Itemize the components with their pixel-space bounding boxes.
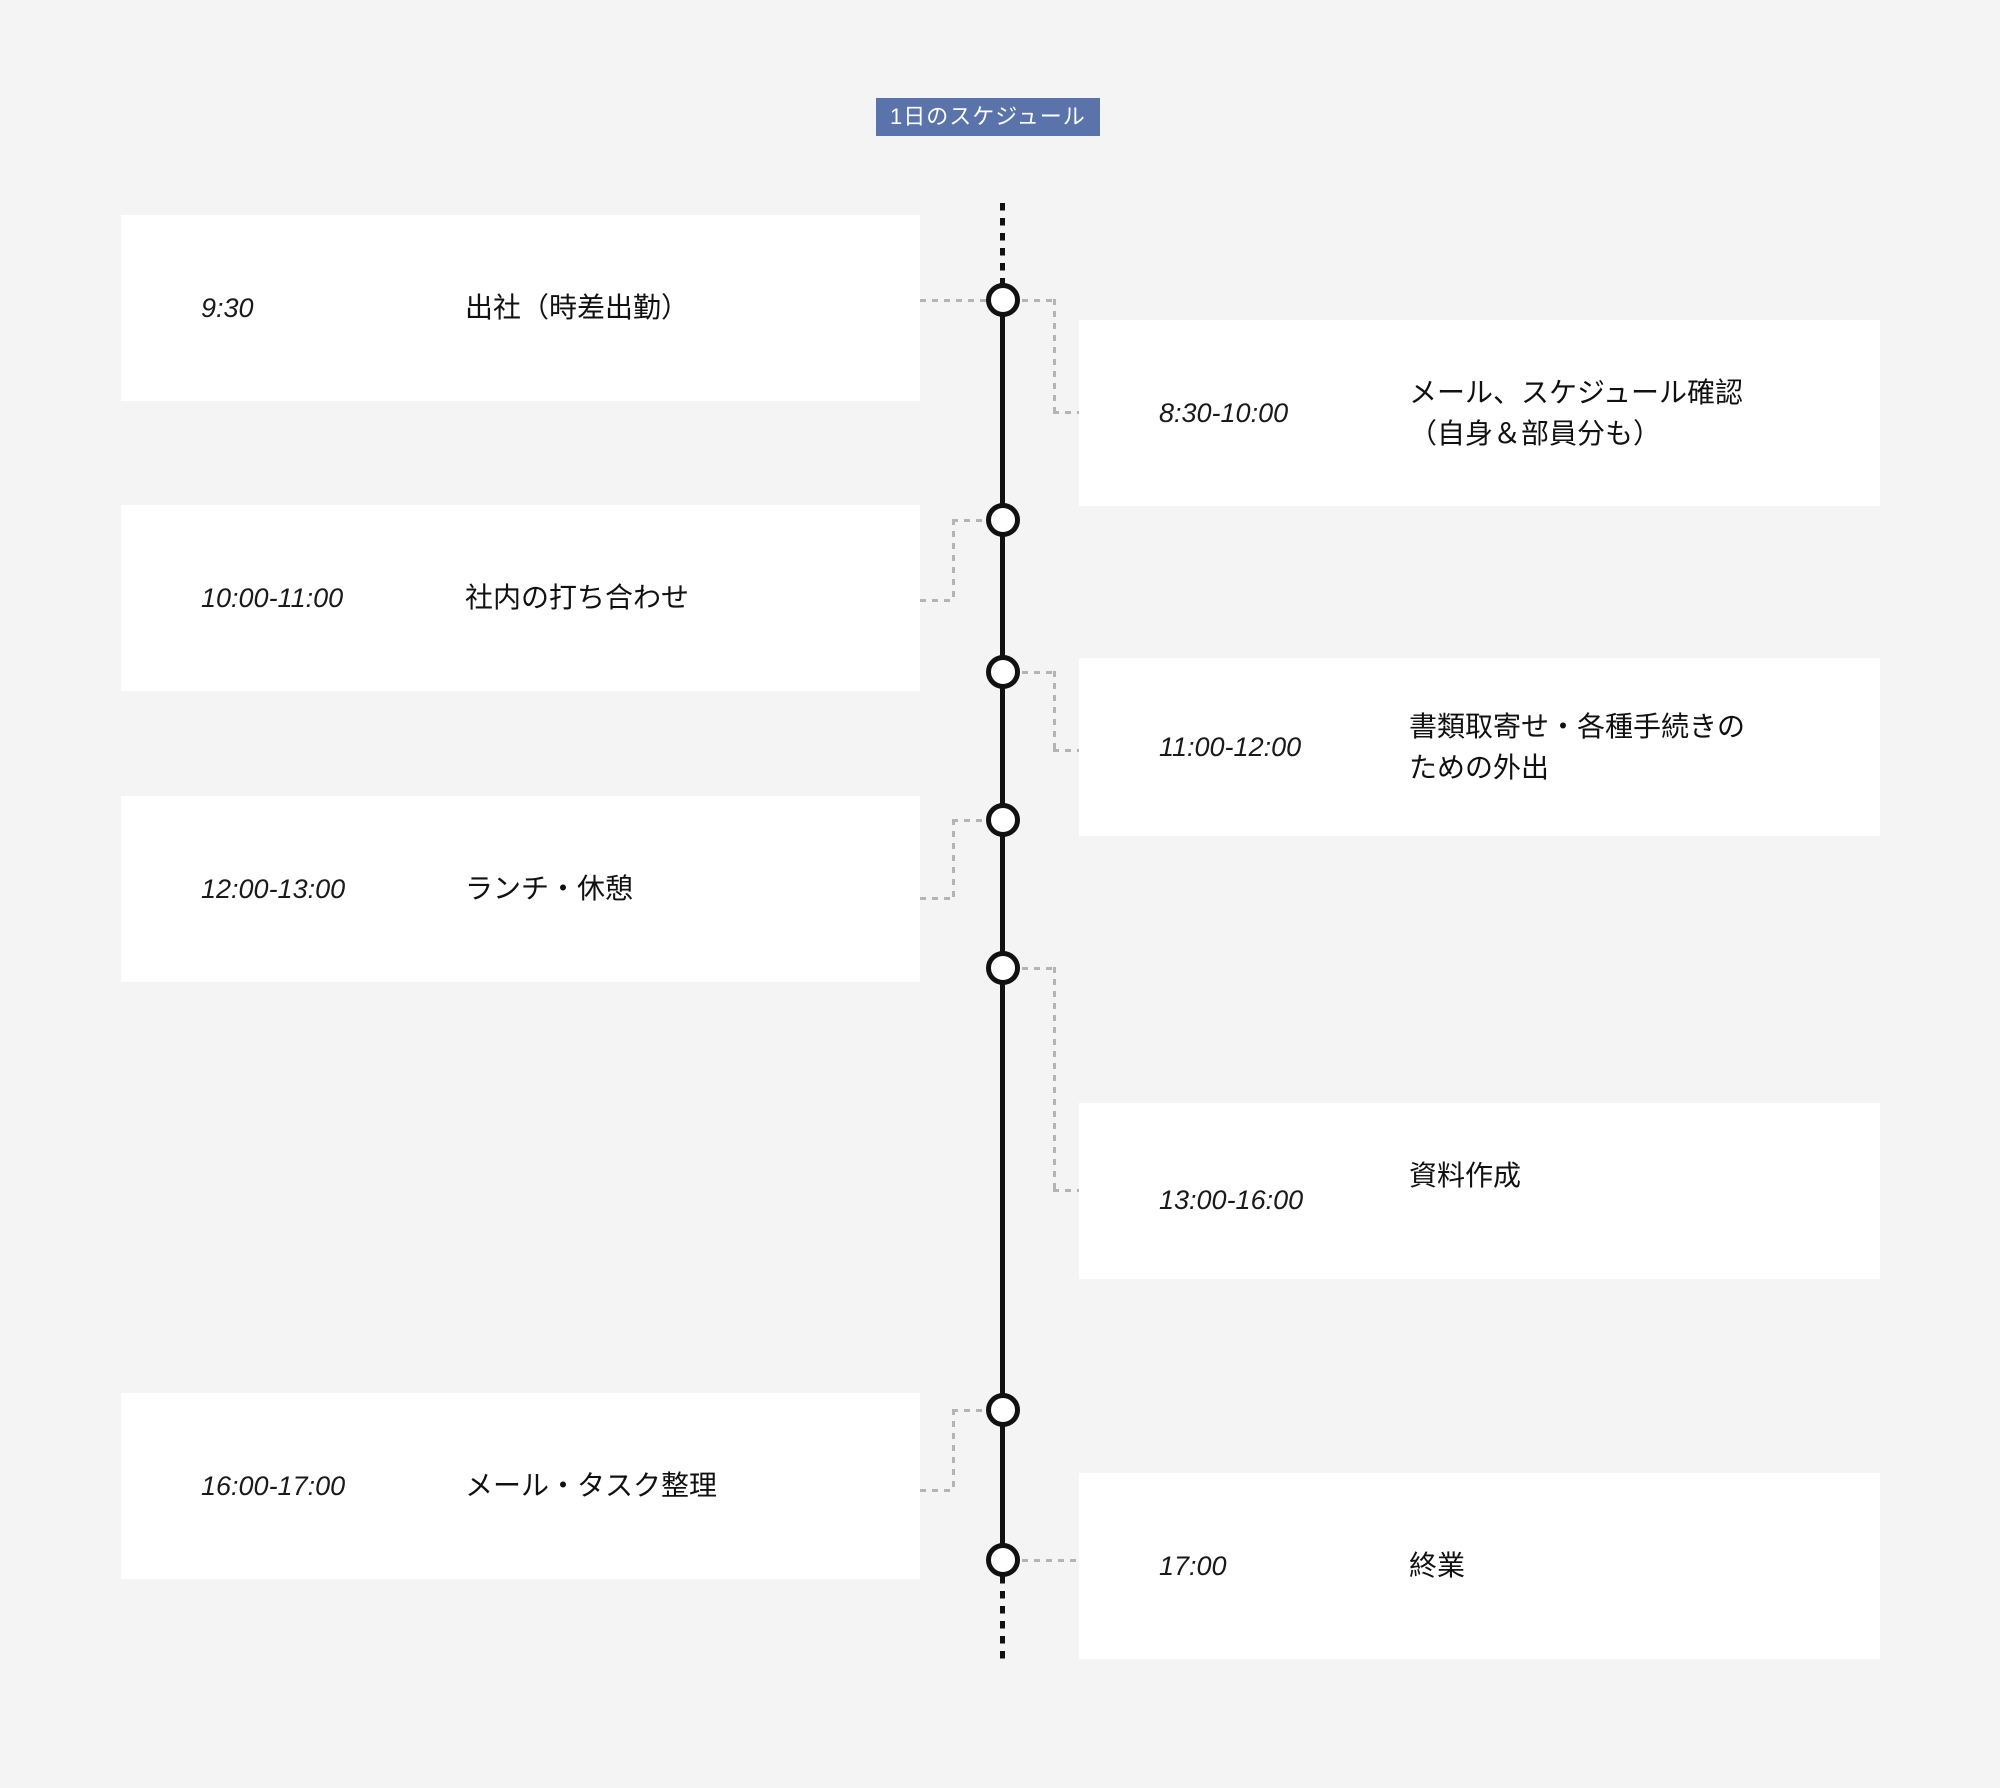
connector-event-3-segment-a	[952, 519, 988, 522]
connector-event-3-segment-c	[920, 599, 955, 602]
connector-event-8	[1022, 1559, 1079, 1562]
event-8-text: 終業	[1409, 1550, 1466, 1582]
event-6-time: 13:00-16:00	[1159, 1185, 1304, 1215]
connector-event-1	[920, 299, 988, 302]
timeline-card-event-3[interactable]: 10:00-11:00 社内の打ち合わせ	[121, 505, 920, 691]
event-4-time: 11:00-12:00	[1159, 731, 1302, 762]
connector-event-5-segment-a	[952, 819, 988, 822]
event-5-time: 12:00-13:00	[201, 873, 346, 904]
event-3-time: 10:00-11:00	[201, 582, 344, 613]
timeline-card-event-8[interactable]: 17:00 終業	[1079, 1473, 1880, 1659]
connector-event-7-segment-a	[952, 1409, 988, 1412]
timeline-card-event-2[interactable]: 8:30-10:00 メール、スケジュール確認 （自身＆部員分も）	[1079, 320, 1880, 506]
connector-event-2-segment-b	[1053, 299, 1056, 413]
timeline-card-event-4[interactable]: 11:00-12:00 書類取寄せ・各種手続きの ための外出	[1079, 658, 1880, 836]
connector-event-4-segment-b	[1053, 671, 1056, 751]
connector-event-2-segment-c	[1053, 411, 1079, 414]
connector-event-3-segment-b	[952, 519, 955, 601]
connector-event-6-segment-c	[1053, 1189, 1079, 1192]
connector-event-5-segment-b	[952, 819, 955, 899]
timeline-card-event-6[interactable]: 13:00-16:00 資料作成	[1079, 1103, 1880, 1279]
connector-event-7-segment-b	[952, 1409, 955, 1491]
event-5-text: ランチ・休憩	[465, 873, 634, 905]
timeline-card-event-5[interactable]: 12:00-13:00 ランチ・休憩	[121, 796, 920, 982]
event-4-text: 書類取寄せ・各種手続きの ための外出	[1409, 710, 1746, 783]
timeline-node-2[interactable]	[986, 503, 1020, 537]
event-2-text: メール、スケジュール確認 （自身＆部員分も）	[1409, 376, 1744, 449]
event-1-time: 9:30	[201, 292, 254, 323]
connector-event-4-segment-a	[1022, 671, 1056, 674]
event-1-text: 出社（時差出勤）	[465, 292, 690, 324]
event-3-text: 社内の打ち合わせ	[465, 582, 690, 614]
timeline-node-4[interactable]	[986, 803, 1020, 837]
event-7-text: メール・タスク整理	[465, 1470, 718, 1502]
connector-event-4-segment-c	[1053, 749, 1079, 752]
event-6-text: 資料作成	[1409, 1160, 1522, 1191]
event-8-time: 17:00	[1159, 1550, 1227, 1581]
timeline-node-3[interactable]	[986, 655, 1020, 689]
diagram-title-badge: 1日のスケジュール	[876, 98, 1100, 136]
timeline-node-1[interactable]	[986, 283, 1020, 317]
connector-event-2-segment-a	[1022, 299, 1056, 302]
timeline-node-6[interactable]	[986, 1393, 1020, 1427]
event-7-time: 16:00-17:00	[201, 1470, 346, 1501]
timeline-axis-dotted-bottom	[1000, 1561, 1005, 1661]
timeline-card-event-7[interactable]: 16:00-17:00 メール・タスク整理	[121, 1393, 920, 1579]
timeline-axis-dotted-top	[1000, 203, 1005, 301]
connector-event-6-segment-a	[1022, 967, 1056, 970]
timeline-card-event-1[interactable]: 9:30 出社（時差出勤）	[121, 215, 920, 401]
connector-event-5-segment-c	[920, 897, 955, 900]
timeline-node-5[interactable]	[986, 951, 1020, 985]
timeline-axis-line	[1000, 300, 1005, 1562]
timeline-node-7[interactable]	[986, 1543, 1020, 1577]
event-2-time: 8:30-10:00	[1159, 397, 1289, 428]
connector-event-7-segment-c	[920, 1489, 955, 1492]
connector-event-6-segment-b	[1053, 967, 1056, 1191]
